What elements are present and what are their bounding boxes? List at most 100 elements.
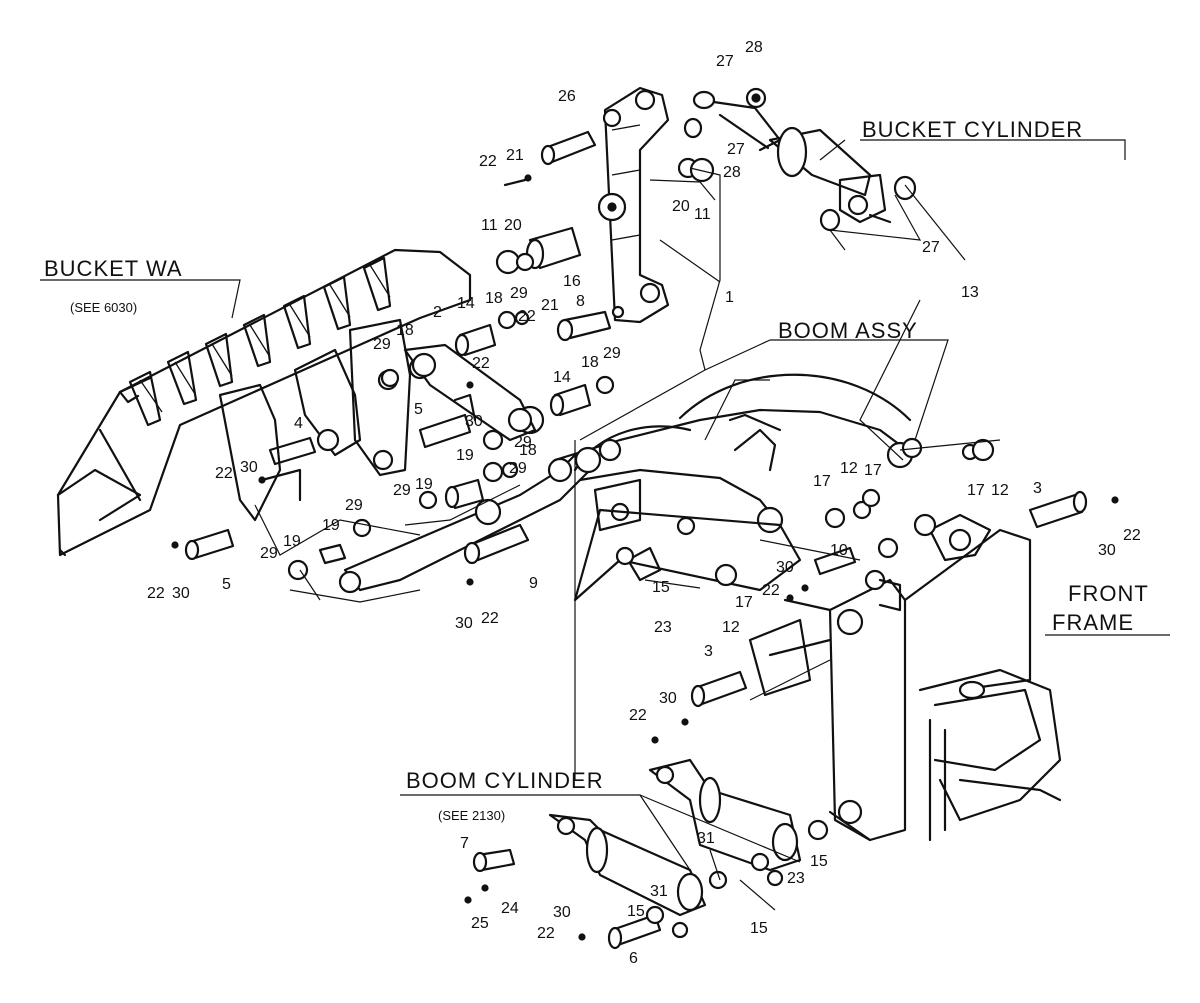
callout-29: 29 bbox=[393, 482, 411, 499]
bucket-link bbox=[597, 86, 670, 324]
callout-15: 15 bbox=[652, 579, 670, 596]
callout-22: 22 bbox=[518, 308, 536, 325]
callout-23: 23 bbox=[787, 870, 805, 887]
pin-9 bbox=[463, 523, 530, 565]
callout-26: 26 bbox=[558, 88, 576, 105]
bucket-assembly bbox=[56, 248, 472, 557]
bushing-14-mid bbox=[549, 383, 592, 417]
callout-22: 22 bbox=[481, 610, 499, 627]
section-titles: BUCKET WA (SEE 6030) BUCKET CYLINDER BOO… bbox=[44, 117, 1149, 823]
callout-30: 30 bbox=[776, 559, 794, 576]
callout-22: 22 bbox=[537, 925, 555, 942]
bolt-22-21-top bbox=[503, 174, 532, 187]
title-bucket-wa: BUCKET WA bbox=[44, 256, 183, 281]
callout-18: 18 bbox=[485, 290, 503, 307]
callout-11: 11 bbox=[694, 206, 711, 223]
leader-lines bbox=[40, 139, 1170, 911]
callout-8: 8 bbox=[576, 293, 585, 310]
right-pins bbox=[615, 438, 1119, 602]
callout-21: 21 bbox=[541, 297, 559, 314]
callout-18: 18 bbox=[581, 354, 599, 371]
callout-25: 25 bbox=[471, 915, 489, 932]
title-boom-assy: BOOM ASSY bbox=[778, 318, 918, 343]
callout-19: 19 bbox=[456, 447, 474, 464]
link-2 bbox=[403, 343, 537, 442]
title-front-frame-line1: FRONT bbox=[1068, 581, 1149, 606]
callout-29: 29 bbox=[373, 336, 391, 353]
callout-19: 19 bbox=[322, 517, 340, 534]
lever-lower bbox=[338, 453, 592, 594]
callout-30: 30 bbox=[553, 904, 571, 921]
callout-12: 12 bbox=[991, 482, 1009, 499]
callout-22: 22 bbox=[147, 585, 165, 602]
callout-29: 29 bbox=[603, 345, 621, 362]
pin-26 bbox=[540, 130, 597, 166]
callout-16: 16 bbox=[563, 273, 581, 290]
pin-3-lower bbox=[651, 670, 748, 744]
title-boom-cylinder-ref: (SEE 2130) bbox=[438, 808, 505, 823]
callout-22: 22 bbox=[1123, 527, 1141, 544]
callout-23: 23 bbox=[654, 619, 672, 636]
callout-9: 9 bbox=[529, 575, 538, 592]
callout-17: 17 bbox=[735, 594, 753, 611]
callout-11: 11 bbox=[481, 217, 498, 234]
callout-5: 5 bbox=[414, 401, 423, 418]
pin-8 bbox=[556, 310, 612, 342]
callout-29: 29 bbox=[510, 285, 528, 302]
callout-4: 4 bbox=[294, 415, 303, 432]
callout-29: 29 bbox=[345, 497, 363, 514]
bucket-cylinder bbox=[683, 87, 917, 232]
callout-3: 3 bbox=[704, 643, 713, 660]
callout-27: 27 bbox=[727, 141, 745, 158]
callout-30: 30 bbox=[659, 690, 677, 707]
callout-27: 27 bbox=[922, 239, 940, 256]
callout-17: 17 bbox=[967, 482, 985, 499]
callout-14: 14 bbox=[553, 369, 571, 386]
title-bucket-cylinder: BUCKET CYLINDER bbox=[862, 117, 1083, 142]
callout-22: 22 bbox=[762, 582, 780, 599]
callout-31: 31 bbox=[697, 830, 715, 847]
callout-30: 30 bbox=[1098, 542, 1116, 559]
callout-15: 15 bbox=[627, 903, 645, 920]
callout-22: 22 bbox=[629, 707, 647, 724]
callout-3: 3 bbox=[1033, 480, 1042, 497]
callout-29: 29 bbox=[260, 545, 278, 562]
callout-28: 28 bbox=[745, 39, 763, 56]
bushing-center bbox=[444, 478, 485, 510]
callout-numbers: 28 27 26 22 21 27 28 20 11 11 20 16 27 1… bbox=[147, 39, 1141, 967]
front-frame bbox=[748, 500, 1062, 842]
callout-14: 14 bbox=[457, 295, 475, 312]
title-front-frame-line2: FRAME bbox=[1052, 610, 1134, 635]
callout-15: 15 bbox=[750, 920, 768, 937]
callout-2: 2 bbox=[433, 304, 442, 321]
callout-20: 20 bbox=[504, 217, 522, 234]
callout-21: 21 bbox=[506, 147, 524, 164]
callout-29: 29 bbox=[509, 460, 527, 477]
callout-12: 12 bbox=[722, 619, 740, 636]
boom-cylinder-small-parts bbox=[464, 819, 829, 950]
callout-22: 22 bbox=[215, 465, 233, 482]
callout-10: 10 bbox=[830, 542, 848, 559]
callout-30: 30 bbox=[240, 459, 258, 476]
left-pins bbox=[171, 436, 474, 586]
callout-28: 28 bbox=[723, 164, 741, 181]
callout-12: 12 bbox=[840, 460, 858, 477]
callout-18: 18 bbox=[519, 442, 537, 459]
callout-19: 19 bbox=[415, 476, 433, 493]
callout-7: 7 bbox=[460, 835, 469, 852]
callout-29: 29 bbox=[514, 434, 532, 451]
callout-19: 19 bbox=[283, 533, 301, 550]
callout-31: 31 bbox=[650, 883, 668, 900]
callout-22: 22 bbox=[479, 153, 497, 170]
callout-5: 5 bbox=[222, 576, 231, 593]
callout-24: 24 bbox=[501, 900, 519, 917]
callout-20: 20 bbox=[672, 198, 690, 215]
boom-cylinder-rear bbox=[648, 758, 802, 872]
boom-cylinder-front bbox=[548, 813, 707, 917]
bushing-16 bbox=[525, 226, 582, 270]
callout-1: 1 bbox=[725, 289, 734, 306]
washers-11-20-left bbox=[495, 249, 535, 275]
callout-17: 17 bbox=[813, 473, 831, 490]
title-boom-cylinder: BOOM CYLINDER bbox=[406, 768, 604, 793]
